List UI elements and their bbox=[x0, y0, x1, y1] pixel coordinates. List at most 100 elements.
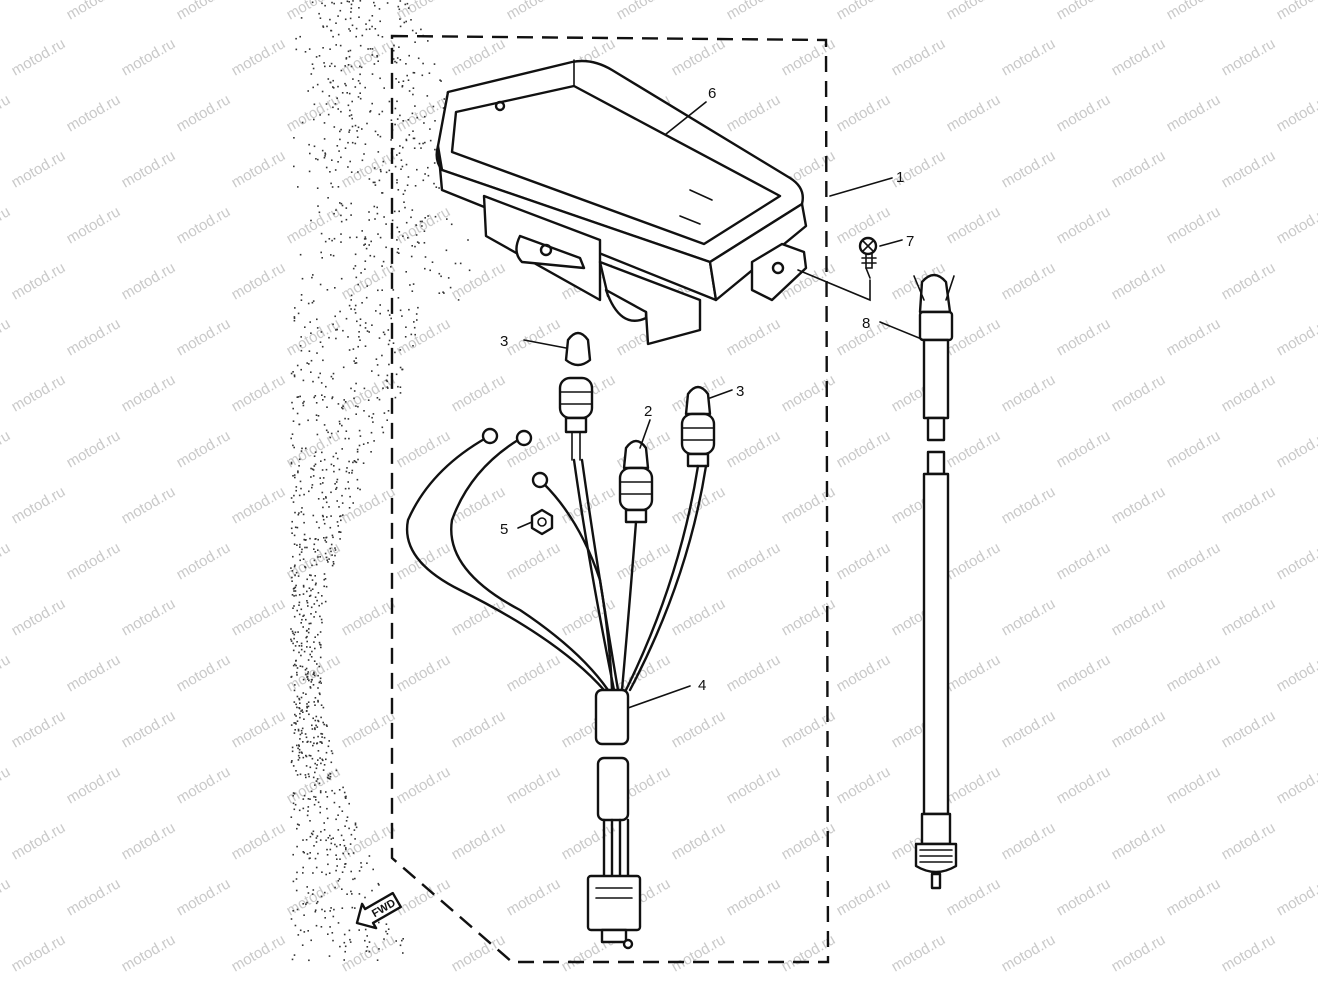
stipple-dot bbox=[293, 534, 296, 537]
stipple-dot bbox=[334, 843, 336, 846]
stipple-dot bbox=[309, 820, 311, 822]
stipple-dot bbox=[406, 74, 408, 77]
stipple-dot bbox=[382, 160, 385, 163]
watermark-text: motod.ru bbox=[944, 651, 1004, 695]
stipple-dot bbox=[330, 62, 333, 65]
stipple-dot bbox=[331, 397, 333, 400]
stipple-dot bbox=[325, 103, 328, 105]
stipple-dot bbox=[376, 55, 378, 57]
watermark-text: motod.ru bbox=[834, 763, 894, 807]
watermark-text: motod.ru bbox=[284, 91, 344, 135]
stipple-dot bbox=[295, 770, 297, 772]
stipple-dot bbox=[345, 218, 348, 221]
stipple-dot bbox=[305, 667, 308, 670]
stipple-dot bbox=[344, 18, 347, 21]
stipple-dot bbox=[390, 119, 393, 121]
stipple-dot bbox=[291, 746, 294, 749]
stipple-dot bbox=[290, 462, 293, 465]
stipple-dot bbox=[320, 830, 322, 833]
stipple-dot bbox=[336, 328, 338, 331]
stipple-dot bbox=[298, 645, 301, 647]
stipple-dot bbox=[371, 324, 373, 326]
stipple-dot bbox=[313, 396, 315, 399]
assembly-boundary bbox=[390, 34, 830, 964]
stipple-dot bbox=[343, 399, 345, 401]
stipple-dot bbox=[335, 769, 338, 772]
stipple-dot bbox=[319, 283, 322, 286]
stipple-dot bbox=[365, 23, 367, 25]
stipple-dot bbox=[416, 241, 419, 243]
stipple-dot bbox=[307, 806, 310, 808]
stipple-dot bbox=[347, 50, 350, 53]
stipple-dot bbox=[382, 331, 385, 334]
stipple-dot bbox=[314, 727, 316, 729]
stipple-dot bbox=[423, 230, 426, 232]
stipple-dot bbox=[295, 37, 297, 40]
watermark-text: motod.ru bbox=[64, 875, 124, 919]
stipple-dot bbox=[349, 941, 352, 943]
stipple-dot bbox=[397, 189, 400, 191]
stipple-dot bbox=[306, 362, 308, 364]
stipple-dot bbox=[342, 329, 344, 332]
stipple-dot bbox=[306, 706, 308, 709]
stipple-dot bbox=[358, 893, 361, 895]
stipple-dot bbox=[295, 889, 298, 892]
stipple-dot bbox=[291, 520, 293, 523]
stipple-dot bbox=[427, 174, 430, 177]
watermark-text: motod.ru bbox=[229, 259, 289, 303]
stipple-dot bbox=[317, 633, 319, 636]
stipple-dot bbox=[337, 85, 339, 88]
stipple-dot bbox=[313, 103, 316, 106]
stipple-dot bbox=[321, 742, 323, 744]
stipple-dot bbox=[321, 621, 323, 624]
stipple-dot bbox=[327, 777, 330, 780]
stipple-dot bbox=[308, 48, 311, 50]
stipple-dot bbox=[337, 829, 340, 831]
stipple-dot bbox=[332, 87, 335, 89]
stipple-dot bbox=[297, 747, 299, 750]
stipple-dot bbox=[325, 429, 328, 432]
stipple-dot bbox=[350, 890, 352, 893]
watermark-text: motod.ru bbox=[999, 35, 1059, 79]
stipple-dot bbox=[377, 882, 380, 885]
watermark-text: motod.ru bbox=[669, 931, 729, 975]
callout-labels: 6 1 7 8 3 3 2 5 4 bbox=[500, 85, 914, 694]
stipple-dot bbox=[316, 83, 319, 86]
stipple-dot bbox=[305, 776, 307, 779]
stipple-dot bbox=[356, 130, 358, 132]
stipple-dot bbox=[366, 330, 369, 332]
stipple-dot bbox=[343, 866, 346, 868]
callout-1: 1 bbox=[896, 169, 904, 186]
stipple-dot bbox=[293, 494, 295, 497]
watermark-text: motod.ru bbox=[394, 203, 454, 247]
stipple-dot bbox=[347, 481, 349, 483]
stipple-dot bbox=[315, 924, 318, 927]
stipple-dot bbox=[317, 158, 319, 161]
stipple-dot bbox=[301, 944, 304, 946]
stipple-dot bbox=[296, 695, 299, 698]
stipple-dot bbox=[302, 807, 305, 810]
stipple-dot bbox=[359, 44, 362, 47]
stipple-dot bbox=[394, 60, 396, 63]
watermark-text: motod.ru bbox=[1219, 35, 1279, 79]
stipple-dot bbox=[350, 214, 352, 216]
stipple-dot bbox=[354, 312, 357, 314]
stipple-dot bbox=[305, 673, 307, 676]
stipple-dot bbox=[312, 673, 314, 676]
stipple-dot bbox=[298, 824, 300, 826]
stipple-dot bbox=[326, 807, 328, 810]
socket-left bbox=[558, 376, 594, 461]
stipple-dot bbox=[320, 460, 322, 462]
stipple-dot bbox=[374, 4, 376, 7]
stipple-dot bbox=[334, 483, 336, 485]
stipple-dot bbox=[303, 794, 306, 797]
stipple-dot bbox=[364, 896, 366, 899]
stipple-dot bbox=[326, 848, 328, 851]
stipple-dot bbox=[331, 239, 333, 242]
stipple-dot bbox=[340, 110, 342, 113]
stipple-dot bbox=[309, 835, 312, 838]
stipple-dot bbox=[347, 104, 350, 107]
stipple-dot bbox=[317, 701, 319, 703]
stipple-dot bbox=[306, 601, 309, 604]
